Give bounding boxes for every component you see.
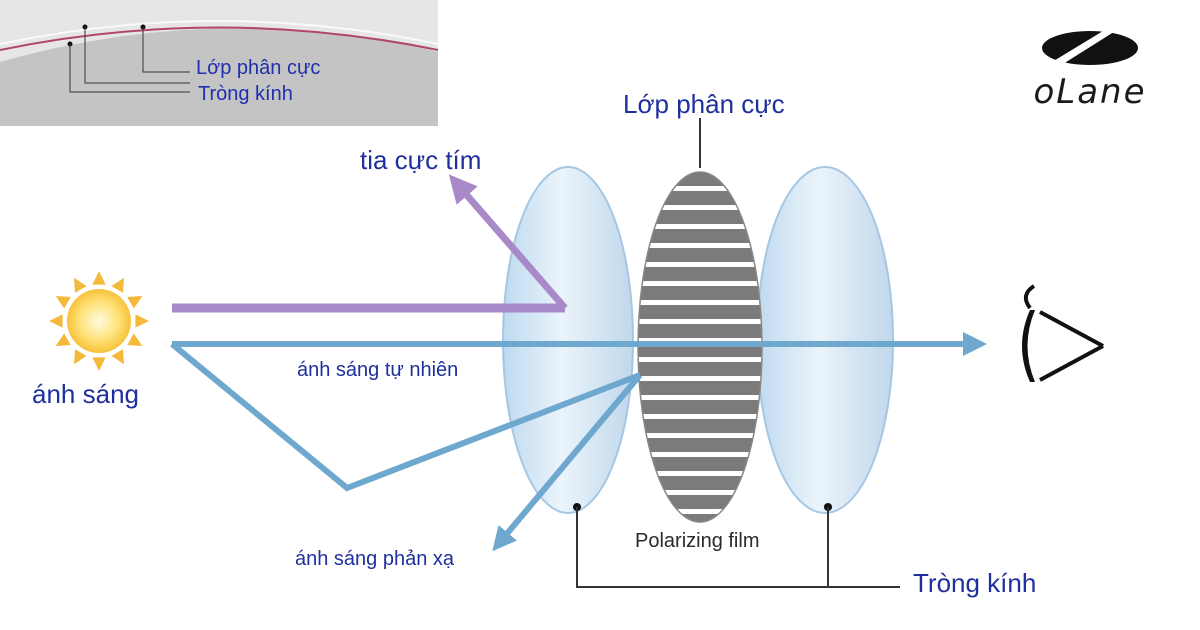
film-stripe [638,476,762,490]
uv-reflected-ray [448,174,568,311]
film-stripe [638,362,762,376]
polarizing-film [638,172,762,522]
sun-ray [55,333,71,346]
eye-icon [1022,284,1104,382]
film-stripe [638,457,762,471]
sun-ray [92,357,106,371]
film-stripe [638,495,762,509]
sun-ray [55,296,71,309]
reflected-incoming-ray [170,341,642,492]
film-stripe [638,229,762,243]
light-source-label: ánh sáng [32,379,139,409]
film-stripe [638,514,762,522]
lens-pointer-lines [573,503,900,588]
brand-logo: oLane [1010,28,1170,112]
film-stripe [638,381,762,395]
film-stripe [638,210,762,224]
lens-label: Tròng kính [913,568,1037,598]
sun-icon [49,271,149,371]
film-stripe [638,286,762,300]
inset-polarizing-layer-label: Lớp phân cực [196,57,321,79]
brand-name: oLane [1033,72,1147,112]
sun-ray [111,349,124,365]
inset-lens-label: Tròng kính [198,83,293,105]
film-stripe [638,172,762,186]
film-stripe [638,419,762,433]
film-stripe [638,305,762,319]
film-stripe [638,248,762,262]
reflected-light-label: ánh sáng phản xạ [295,548,455,570]
inset-lens-detail [0,0,439,126]
uv-ray-label: tia cực tím [360,145,482,175]
polarizing-film-label: Polarizing film [635,530,760,552]
reflected-light-ray [492,373,643,552]
film-stripe [638,324,762,338]
sun-ray [92,271,106,285]
film-stripe [638,438,762,452]
olane-swoosh-logo [1042,28,1138,65]
film-stripe [638,191,762,205]
sun-ray [127,296,143,309]
sun-ray [74,349,87,365]
sun-ray [49,314,63,328]
film-stripe [638,267,762,281]
sun-ray [111,277,124,293]
back-lens [756,166,894,514]
sun-ray [127,333,143,346]
polarizing-layer-label: Lớp phân cực [623,89,785,119]
inset-polarizing-layer [0,26,439,51]
natural-light-label: ánh sáng tự nhiên [297,359,459,381]
film-stripe [638,400,762,414]
inset-lens-body [0,28,438,126]
sun-ray [74,277,87,293]
sun-ray [135,314,149,328]
